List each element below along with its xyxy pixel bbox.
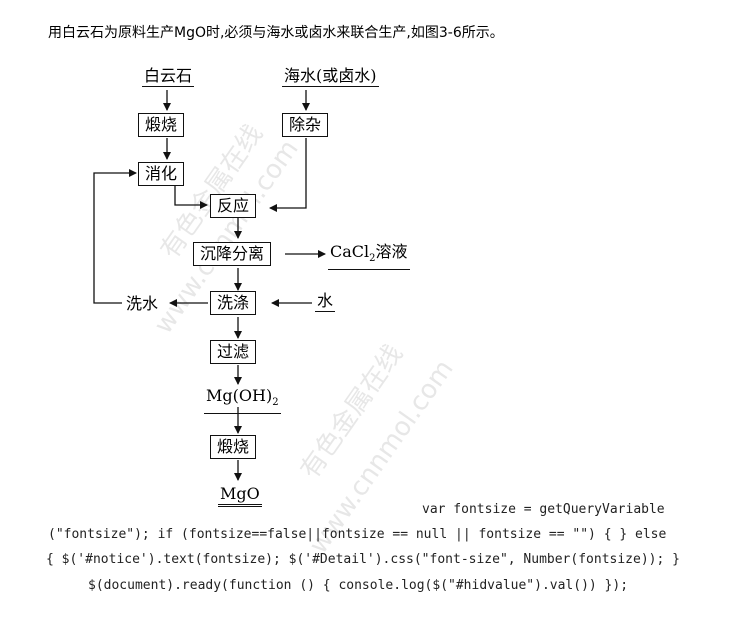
flow-arrows [93, 90, 326, 481]
process-flow-diagram: 有色金属在线 www.cnnmol.com 有色金属在线 www.cnnmol.… [92, 62, 460, 559]
node-impurity-removal: 除杂 [282, 113, 329, 137]
node-slaking: 消化 [138, 162, 185, 186]
node-calcine-1: 煅烧 [138, 113, 185, 137]
node-seawater: 海水(或卤水) [282, 66, 379, 87]
arrow-impurity-reaction [269, 138, 307, 212]
node-washing: 洗涤 [210, 291, 257, 315]
node-cacl2-solution: CaCl2溶液 [328, 242, 410, 271]
mgoh-formula: Mg(OH) [206, 386, 273, 405]
node-mgo: MgO [218, 484, 262, 507]
code-line-2: ("fontsize"); if (fontsize==false||fonts… [48, 527, 667, 542]
node-calcine-2: 煅烧 [210, 435, 257, 459]
cacl2-solution-label: 溶液 [375, 242, 408, 261]
node-water: 水 [315, 291, 336, 312]
arrow-washwater-slaking [93, 169, 137, 304]
code-line-1: var fontsize = getQueryVariable [422, 502, 665, 517]
node-wash-water: 洗水 [126, 294, 159, 313]
node-filtering: 过滤 [210, 340, 257, 364]
code-line-4: $(document).ready(function () { console.… [88, 578, 629, 593]
node-settling-separation: 沉降分离 [193, 242, 272, 266]
code-line-3: { $('#notice').text(fontsize); $('#Detai… [46, 552, 680, 567]
cacl2-subscript: 2 [369, 253, 376, 265]
node-mg-oh-2: Mg(OH)2 [204, 386, 281, 415]
node-dolomite: 白云石 [142, 66, 195, 87]
node-reaction: 反应 [210, 194, 257, 218]
mgoh-subscript: 2 [272, 397, 279, 409]
arrow-slaking-reaction [174, 186, 208, 209]
intro-text: 用白云石为原料生产MgO时,必须与海水或卤水来联合生产,如图3-6所示。 [48, 25, 504, 41]
cacl2-formula: CaCl [330, 242, 370, 261]
